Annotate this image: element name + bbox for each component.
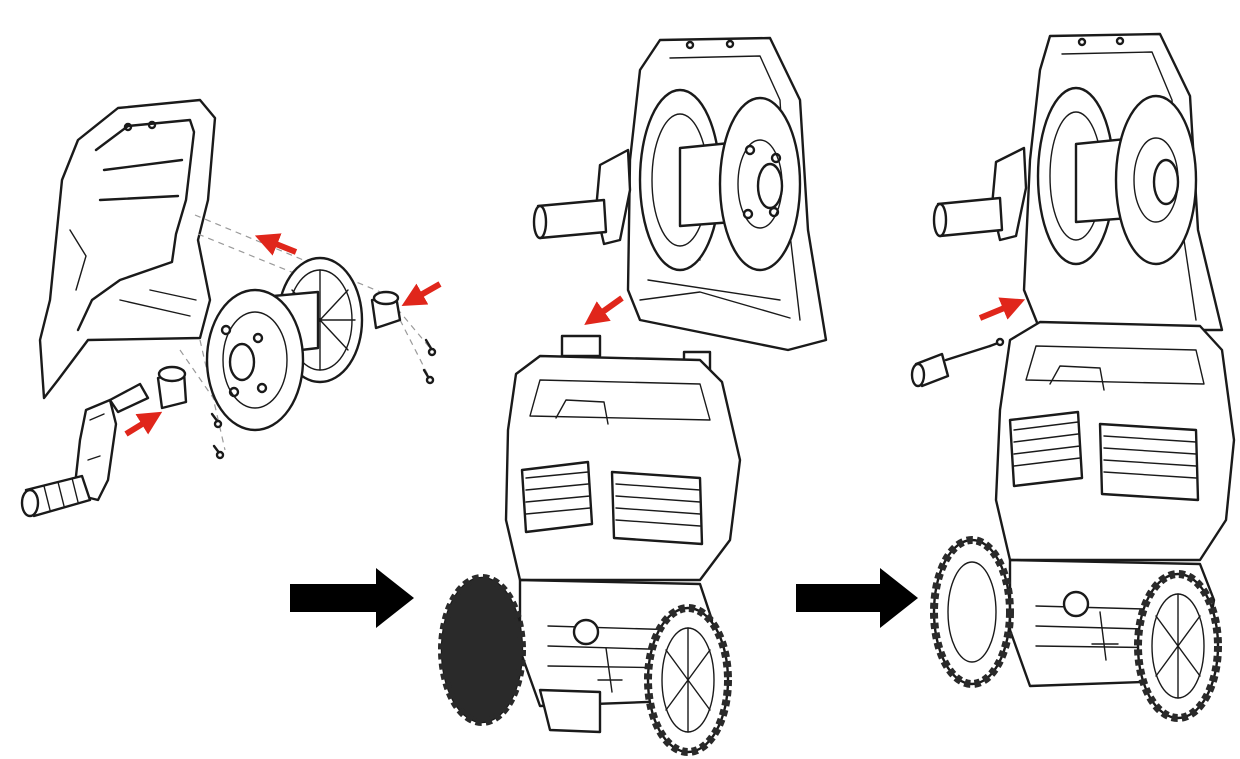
wheel-icon xyxy=(930,536,1014,688)
crank-handle-icon xyxy=(932,146,1028,242)
wheel-icon xyxy=(1134,570,1222,722)
red-arrow-icon xyxy=(124,233,442,437)
step-1-exploded-reel xyxy=(20,98,442,518)
black-arrow-right-icon xyxy=(796,568,918,628)
bushing-icon xyxy=(370,290,402,330)
screw-icon xyxy=(988,337,1005,348)
crank-handle-icon xyxy=(20,382,150,518)
screwdriver-icon xyxy=(910,344,992,388)
screw-icon xyxy=(210,338,437,460)
reel-frame-icon xyxy=(38,98,217,400)
reel-drum-icon xyxy=(1036,86,1198,266)
reel-drum-icon xyxy=(638,88,802,272)
step-2-mount-reel xyxy=(438,36,828,756)
crank-handle-icon xyxy=(532,148,632,246)
wheel-icon xyxy=(644,604,732,756)
bushing-icon xyxy=(156,365,188,410)
red-arrow-icon xyxy=(584,295,624,325)
step-3-fasten-screw xyxy=(910,32,1236,722)
red-arrow-icon xyxy=(978,297,1026,321)
reel-drum-icon xyxy=(205,256,364,432)
wheel-icon xyxy=(438,574,526,726)
black-arrow-right-icon xyxy=(290,568,414,628)
